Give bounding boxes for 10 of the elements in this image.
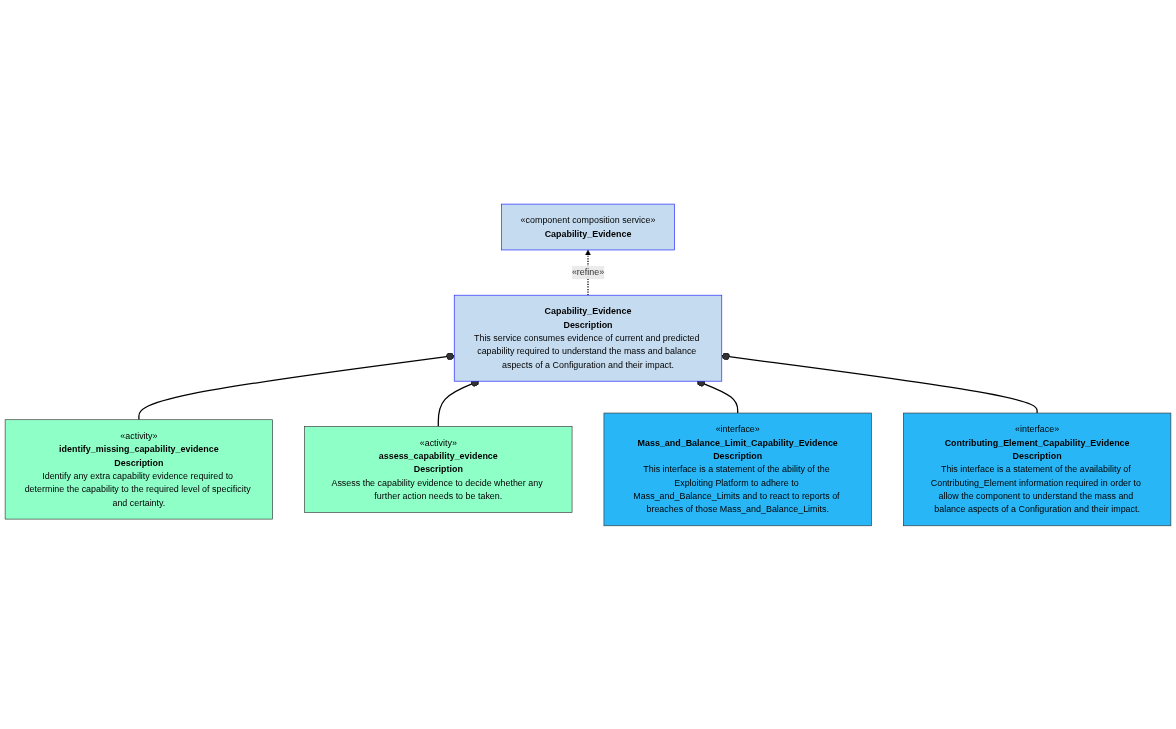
node-box: «interface» Contributing_Element_Capability_Evidence Description This interface is a statement of the availability of Contributing_Element information required in order to allow the component to understand the mass and balance aspects of a Configuration and their impact. (903, 412, 1172, 526)
node-box: «interface» Mass_and_Balance_Limit_Capability_Evidence Description This interface is a statement of the ability of the Exploiting Platform to adhere to Mass_and_Balance_Limits and to react to reports of breaches of those Mass_and_Balance_Limits. (603, 412, 872, 526)
edge-label: «refine» (571, 266, 605, 277)
node-box: «component composition service» Capability_Evidence (501, 203, 675, 250)
node-box: «activity» identify_missing_capability_evidence Description Identify any extra capability evidence required to determine the capability to the required level of specificity and certainty. (4, 418, 273, 519)
arrow (585, 249, 591, 296)
connector (721, 352, 1038, 414)
node-box: Capability_Evidence Description This service consumes evidence of current and predicted capability required to understand the mass and balance aspects of a Configuration and their impact. (453, 294, 723, 382)
connector (138, 352, 455, 420)
node-box: «activity» assess_capability_evidence Description Assess the capability evidence to decide whether any further action needs to be taken. (304, 425, 573, 513)
